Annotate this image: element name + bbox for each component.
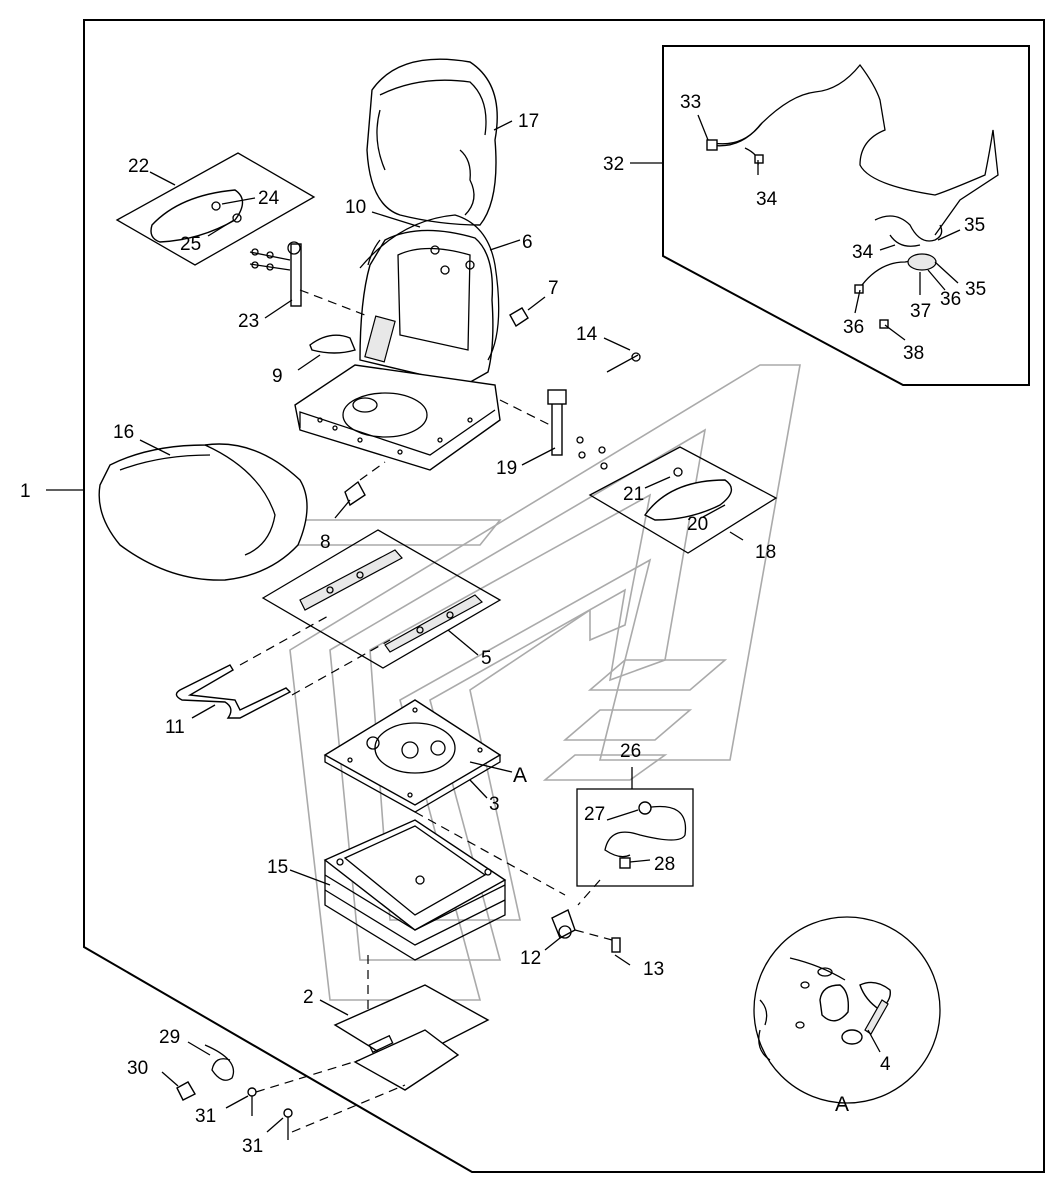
label-1: 1 <box>20 481 31 502</box>
watermark-logo <box>278 364 801 1001</box>
label-10: 10 <box>345 197 366 218</box>
label-7: 7 <box>548 278 559 299</box>
seat-back-frame <box>359 229 494 386</box>
armrest-right-box <box>588 446 778 554</box>
label-25: 25 <box>180 234 201 255</box>
suspension-base <box>323 819 507 961</box>
recline-knob <box>509 307 529 328</box>
label-29: 29 <box>159 1027 180 1048</box>
slide-rails <box>299 549 483 653</box>
label-37: 37 <box>910 301 931 322</box>
backrest-wire <box>359 214 500 361</box>
label-3: 3 <box>489 794 500 815</box>
cable-clip <box>551 909 621 953</box>
small-bracket <box>344 480 366 507</box>
label-14: 14 <box>576 324 598 345</box>
lumbar-handle <box>309 334 356 354</box>
headrest <box>366 58 498 226</box>
label-24: 24 <box>258 188 280 209</box>
label-11: 11 <box>165 717 185 738</box>
label-9: 9 <box>272 366 283 387</box>
cap <box>176 1081 196 1101</box>
label-17: 17 <box>518 111 539 132</box>
label-35-lower: 35 <box>965 279 986 300</box>
cable-kit <box>604 801 687 869</box>
swivel-plate <box>323 699 502 813</box>
label-18: 18 <box>755 542 776 563</box>
label-2: 2 <box>303 987 314 1008</box>
armrest-bracket-left <box>249 241 302 307</box>
label-22: 22 <box>128 156 149 177</box>
label-5: 5 <box>481 648 492 669</box>
base-plate <box>333 984 490 1091</box>
label-6: 6 <box>522 232 533 253</box>
label-32: 32 <box>603 154 624 175</box>
seat-pan-frame <box>294 315 501 471</box>
lanyard <box>204 1044 234 1081</box>
label-26: 26 <box>620 741 641 762</box>
seat-cushion <box>98 443 308 581</box>
label-13: 13 <box>643 959 664 980</box>
label-detail-a: A <box>835 1093 849 1116</box>
label-36-left: 36 <box>843 317 864 338</box>
label-23: 23 <box>238 311 259 332</box>
label-15: 15 <box>267 857 288 878</box>
label-30: 30 <box>127 1058 148 1079</box>
label-34-upper: 34 <box>756 189 778 210</box>
label-35-upper: 35 <box>964 215 985 236</box>
armrest-left <box>150 189 244 243</box>
slide-lever <box>175 664 292 719</box>
label-4: 4 <box>880 1054 891 1075</box>
label-16: 16 <box>113 422 134 443</box>
label-21: 21 <box>623 484 644 505</box>
harness-inset-frame <box>662 45 1030 386</box>
label-19: 19 <box>496 458 517 479</box>
label-38: 38 <box>903 343 924 364</box>
screw <box>606 352 641 373</box>
detail-a-view <box>753 916 941 1104</box>
label-12: 12 <box>520 948 541 969</box>
label-8: 8 <box>320 532 331 553</box>
label-31-upper: 31 <box>195 1106 216 1127</box>
label-20: 20 <box>687 514 708 535</box>
nut-lower <box>283 1108 293 1118</box>
slide-rail-box <box>261 529 502 669</box>
label-detail-a-ref: A <box>513 764 527 787</box>
label-34-lower: 34 <box>852 242 874 263</box>
wiring-harness <box>706 63 999 329</box>
main-frame <box>83 19 1045 1173</box>
label-27: 27 <box>584 804 605 825</box>
armrest-bracket-right <box>547 389 608 470</box>
label-31-lower: 31 <box>242 1136 263 1157</box>
cable-kit-box <box>576 788 694 887</box>
nut-upper <box>247 1087 257 1097</box>
label-33: 33 <box>680 92 701 113</box>
armrest-right <box>643 467 733 521</box>
label-36-right: 36 <box>940 289 961 310</box>
label-28: 28 <box>654 854 675 875</box>
armrest-left-box <box>115 152 316 266</box>
